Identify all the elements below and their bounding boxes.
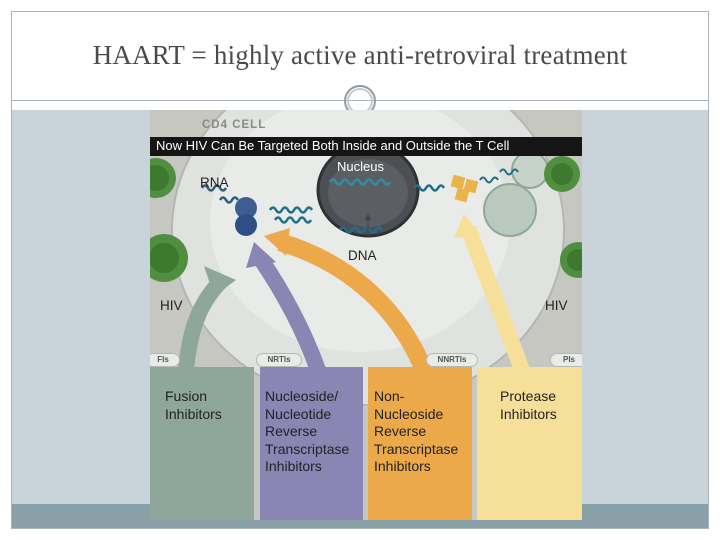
haart-diagram: CD4 CELL Now HIV Can Be Targeted Both In… [150,110,582,520]
figure-header-text: Now HIV Can Be Targeted Both Inside and … [156,138,509,153]
nrti-column: Nucleoside/ Nucleotide Reverse Transcrip… [260,367,363,520]
column-line: Nucleoside/ [265,388,349,406]
nnrti-column: Non- Nucleoside Reverse Transcriptase In… [368,367,472,520]
left-accent-band [12,110,150,504]
column-text: Protease Inhibitors [500,388,557,423]
fusion-inhibitors-column: Fusion Inhibitors [150,367,254,520]
column-line: Protease [500,388,557,406]
cd4-cell-label: CD4 CELL [202,119,266,131]
column-text: Non- Nucleoside Reverse Transcriptase In… [374,388,458,476]
nucleus-label: Nucleus [337,159,384,174]
hiv-left-label: HIV [160,297,183,314]
nnrti-pill: NNRTIs [426,353,478,367]
rna-label: RNA [200,174,229,191]
fi-pill: FIs [150,353,180,367]
pi-pill: PIs [550,353,582,367]
column-line: Reverse [374,423,458,441]
hiv-right-label: HIV [545,297,568,314]
column-line: Inhibitors [165,406,222,424]
column-line: Inhibitors [500,406,557,424]
column-line: Nucleotide [265,406,349,424]
column-text: Nucleoside/ Nucleotide Reverse Transcrip… [265,388,349,476]
figure-header-bar: Now HIV Can Be Targeted Both Inside and … [150,137,582,156]
column-line: Transcriptase [374,441,458,459]
column-line: Nucleoside [374,406,458,424]
column-line: Fusion [165,388,222,406]
nrti-pill: NRTIs [256,353,302,367]
right-accent-band [581,110,708,504]
column-line: Reverse [265,423,349,441]
column-text: Fusion Inhibitors [165,388,222,423]
column-line: Inhibitors [265,458,349,476]
column-line: Inhibitors [374,458,458,476]
column-line: Non- [374,388,458,406]
dna-label: DNA [348,247,377,264]
column-line: Transcriptase [265,441,349,459]
protease-inhibitors-column: Protease Inhibitors [477,367,582,520]
slide-title: HAART = highly active anti-retroviral tr… [11,40,709,71]
hiv-virion-right-top-icon [544,156,580,192]
